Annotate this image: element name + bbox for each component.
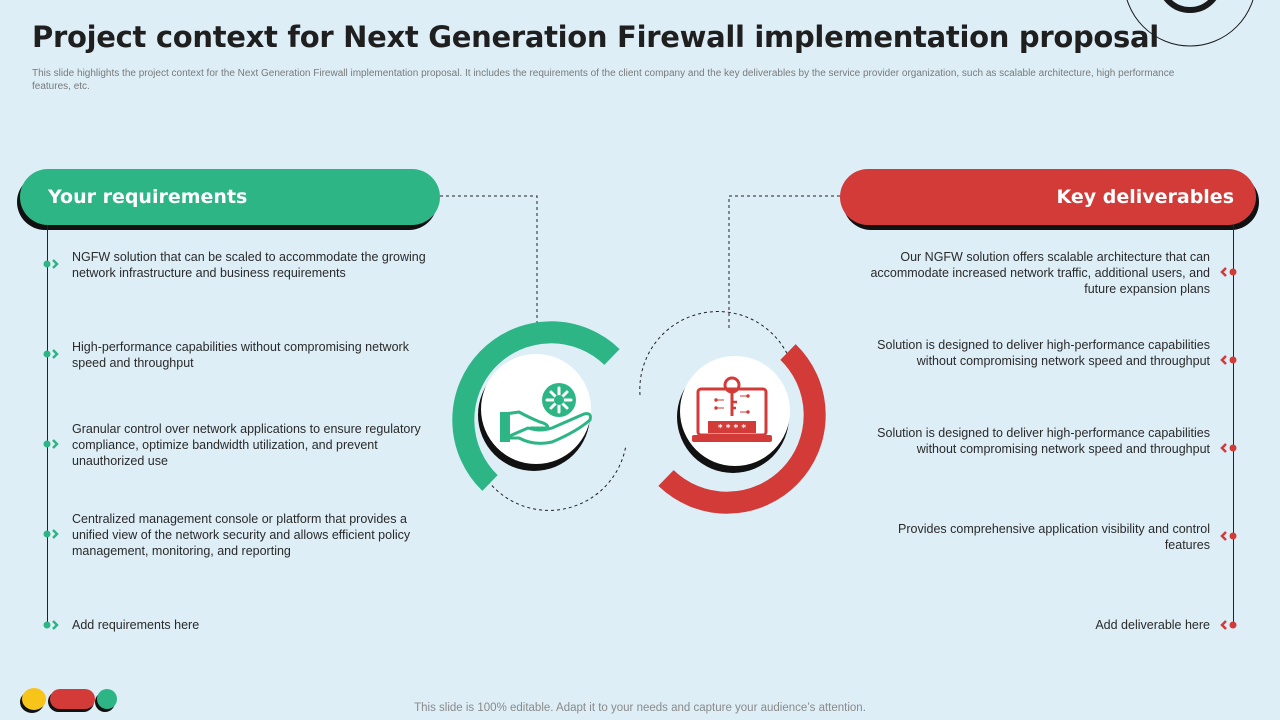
deliverable-item: Our NGFW solution offers scalable archit… — [870, 250, 1210, 296]
deliverables-timeline — [1233, 225, 1234, 625]
green-chevron-marker-icon — [43, 259, 59, 269]
footer-note: This slide is 100% editable. Adapt it to… — [414, 702, 866, 714]
green-chevron-marker-icon — [43, 529, 59, 539]
requirement-item: High-performance capabilities without co… — [72, 340, 409, 370]
deliverable-item: Add deliverable here — [1095, 618, 1210, 632]
laptop-password-text: * * * * — [718, 424, 747, 434]
laptop-key-icon: * * * * — [692, 376, 772, 442]
deliverable-item: Provides comprehensive application visib… — [898, 522, 1210, 552]
deliverables-header: Key deliverables — [840, 169, 1256, 225]
requirement-item: NGFW solution that can be scaled to acco… — [72, 250, 426, 280]
green-chevron-marker-icon — [43, 439, 59, 449]
page-subtitle: This slide highlights the project contex… — [32, 68, 1175, 92]
deliverable-item: Solution is designed to deliver high-per… — [877, 338, 1210, 368]
red-chevron-marker-icon — [1220, 355, 1237, 365]
requirements-header: Your requirements — [20, 169, 440, 225]
center-connector-graphic: * * * * — [440, 195, 840, 514]
green-chevron-marker-icon — [43, 620, 59, 630]
decorative-pills-icon — [20, 688, 117, 713]
requirement-item: Add requirements here — [72, 618, 200, 632]
requirements-timeline — [47, 225, 48, 625]
hand-holding-gear-icon — [500, 383, 592, 445]
deliverables-heading: Key deliverables — [1056, 186, 1234, 208]
requirements-heading: Your requirements — [48, 186, 248, 208]
requirement-item: Granular control over network applicatio… — [72, 422, 421, 468]
red-chevron-marker-icon — [1220, 443, 1237, 453]
decorative-arc-icon — [1126, 0, 1254, 47]
deliverable-item: Solution is designed to deliver high-per… — [877, 426, 1210, 456]
green-chevron-marker-icon — [43, 349, 59, 359]
red-chevron-marker-icon — [1220, 620, 1237, 630]
red-chevron-marker-icon — [1220, 531, 1237, 541]
page-title: Project context for Next Generation Fire… — [32, 20, 1159, 54]
red-chevron-marker-icon — [1220, 267, 1237, 277]
requirement-item: Centralized management console or platfo… — [72, 512, 411, 558]
